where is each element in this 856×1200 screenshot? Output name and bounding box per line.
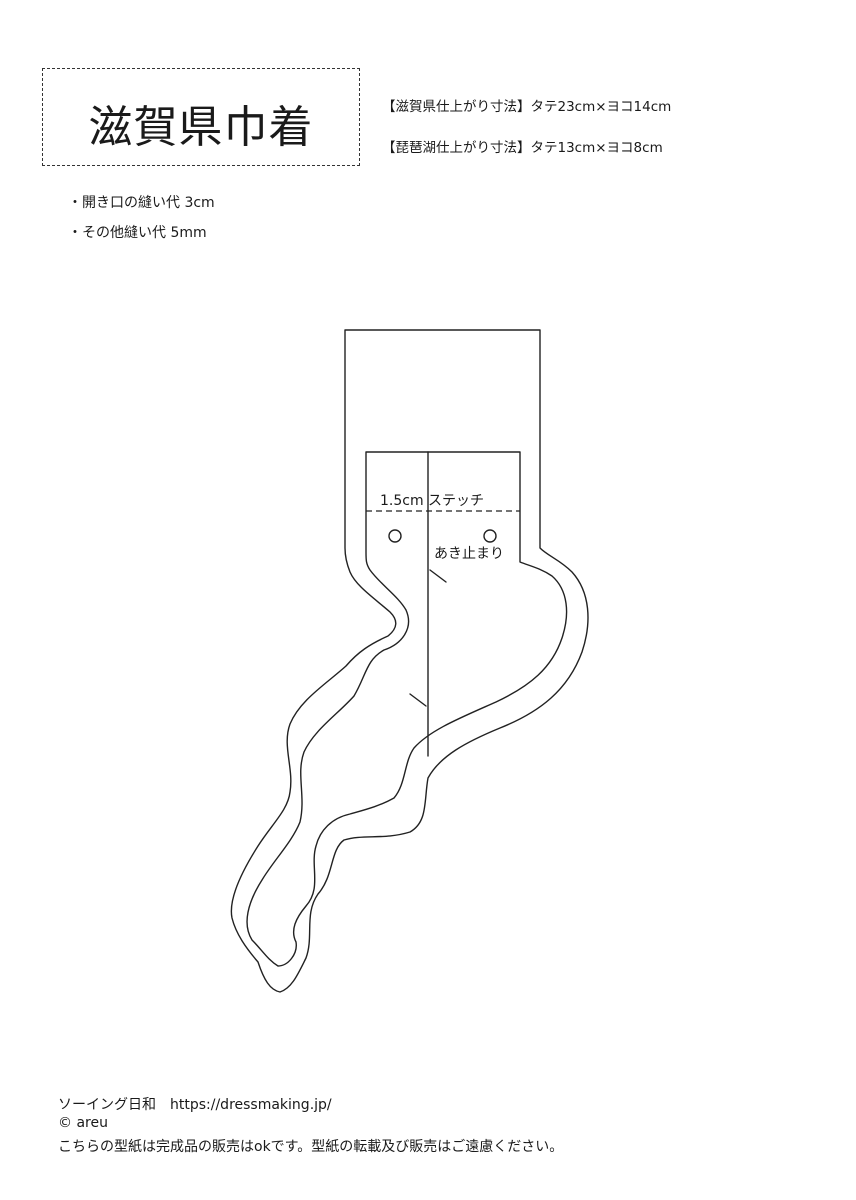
- footer-usage-notice: こちらの型紙は完成品の販売はokです。型紙の転載及び販売はご遠慮ください。: [58, 1139, 564, 1155]
- footer-site-credit: ソーイング日和 https://dressmaking.jp/: [58, 1097, 332, 1113]
- note-other-allowance: ・その他縫い代 5mm: [68, 225, 207, 241]
- opening-stop-circle-right: [483, 529, 497, 543]
- biwako-size-text: 【琵琶湖仕上がり寸法】タテ13cm×ヨコ8cm: [382, 140, 663, 156]
- title-box: 滋賀県巾着: [42, 68, 360, 166]
- opening-stop-circle-left: [388, 529, 402, 543]
- shiga-size-text: 【滋賀県仕上がり寸法】タテ23cm×ヨコ14cm: [382, 99, 672, 115]
- notch-mark-upper: [429, 569, 447, 583]
- page-title: 滋賀県巾着: [88, 102, 314, 153]
- pattern-inner-outline: [246, 451, 568, 967]
- footer-copyright: © areu: [58, 1115, 108, 1131]
- opening-stop-label: あき止まり: [434, 546, 504, 562]
- stitch-label: 1.5cm ステッチ: [380, 493, 484, 509]
- note-opening-allowance: ・開き口の縫い代 3cm: [68, 195, 215, 211]
- pattern-outer-outline: [230, 329, 589, 993]
- notch-mark-lower: [409, 693, 427, 707]
